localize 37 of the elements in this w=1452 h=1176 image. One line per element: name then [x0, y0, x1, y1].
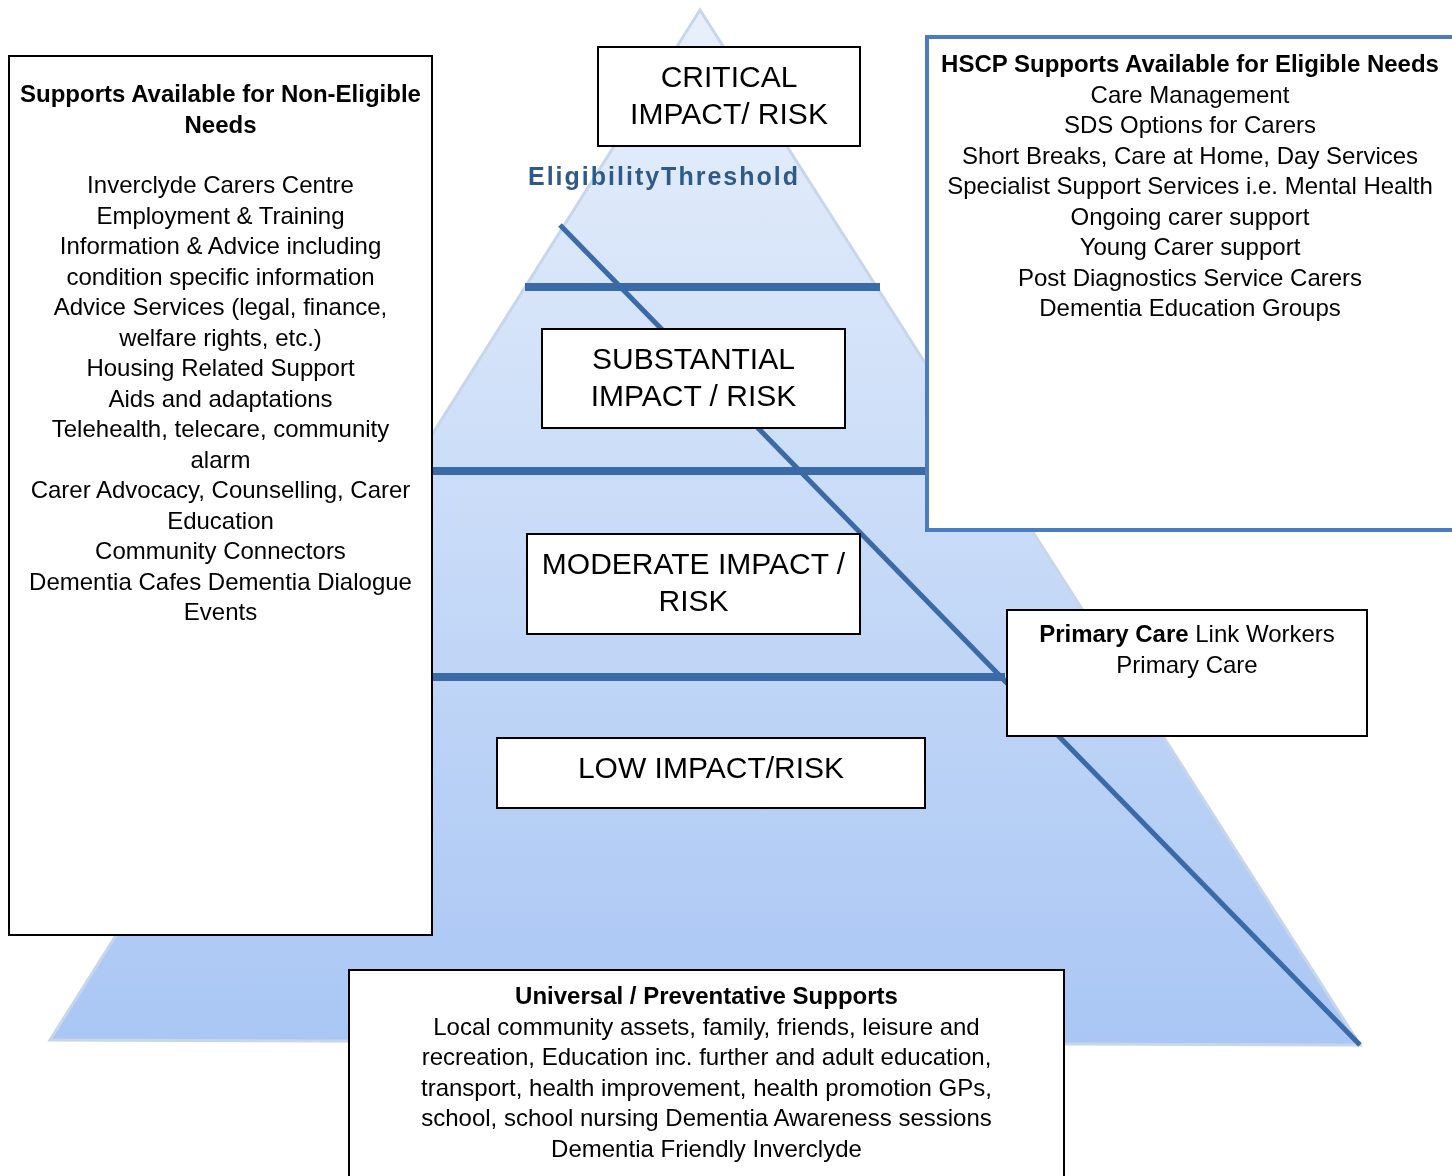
panel-heading: Supports Available for Non-Eligible Needs	[20, 79, 421, 140]
level-label: LOW IMPACT/RISK	[576, 750, 846, 786]
level-box	[597, 46, 861, 147]
support-item: Post Diagnostics Service Carers	[1016, 262, 1364, 293]
support-item: Primary Care	[1115, 649, 1259, 680]
panel-heading: Universal / Preventative Supports	[514, 981, 899, 1011]
level-label: SUBSTANTIAL IMPACT / RISK	[589, 341, 798, 414]
support-item: Community Connectors	[94, 536, 347, 566]
threshold-label: EligibilityThreshold	[528, 162, 800, 191]
support-item: SDS Options for Carers	[1062, 110, 1318, 140]
support-item: Telehealth, telecare, community alarm	[50, 414, 391, 475]
support-item: Local community assets, family, friends, leisure and recreation, Education inc. further and adult education, transport, health improvement, health promotion GPs, school, school nursing Dementia Awareness sessions Dementia Friendly Inverclyde	[420, 1011, 993, 1164]
level-box	[541, 328, 846, 429]
support-item: Specialist Support Services i.e. Mental Health	[946, 171, 1434, 201]
support-item: Employment & Training	[95, 200, 346, 231]
supports-panel	[348, 969, 1065, 1176]
support-item: Primary Care Link Workers	[1038, 619, 1336, 649]
level-label: CRITICAL IMPACT/ RISK	[629, 59, 829, 132]
support-item: Information & Advice including condition specific information	[58, 231, 383, 292]
support-item: Housing Related Support	[85, 353, 356, 383]
supports-panel	[8, 55, 433, 936]
support-item: Short Breaks, Care at Home, Day Services	[960, 140, 1420, 171]
support-item: Young Carer support	[1078, 232, 1302, 262]
level-label: MODERATE IMPACT / RISK	[540, 546, 847, 619]
info-box	[1006, 609, 1368, 737]
support-item: Ongoing carer support	[1069, 201, 1311, 232]
support-item: Care Management	[1089, 79, 1291, 110]
support-item: Dementia Cafes Dementia Dialogue Events	[28, 566, 413, 627]
support-item: Dementia Education Groups	[1038, 293, 1342, 323]
support-item: Advice Services (legal, finance, welfare rights, etc.)	[52, 292, 389, 353]
panel-heading: HSCP Supports Available for Eligible Needs	[940, 49, 1440, 79]
supports-panel	[925, 35, 1452, 532]
level-box	[496, 737, 926, 809]
support-item: Aids and adaptations	[107, 383, 334, 414]
support-item: Carer Advocacy, Counselling, Carer Education	[29, 475, 412, 536]
support-item: Inverclyde Carers Centre	[86, 170, 355, 200]
level-box	[526, 533, 861, 635]
